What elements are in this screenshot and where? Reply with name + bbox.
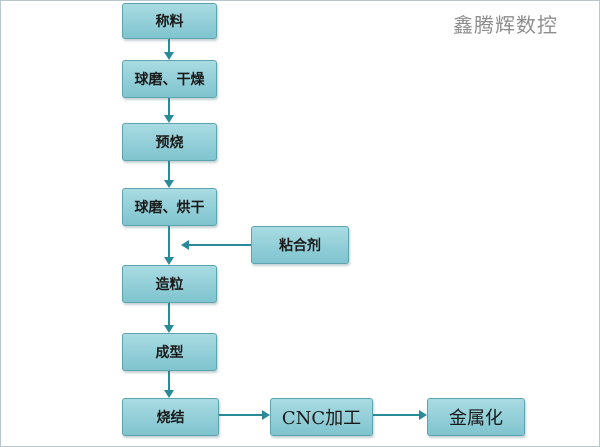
step-weighing: 称料: [122, 3, 217, 39]
step-metallization-label: 金属化: [449, 408, 503, 429]
input-binder: 粘合剂: [251, 226, 349, 264]
arrow-sintering-to-cnc: [219, 410, 270, 420]
arrow-forming-to-sintering: [164, 371, 174, 398]
step-forming: 成型: [122, 333, 217, 371]
step-cnc-machining-label: CNC加工: [281, 408, 362, 429]
step-metallization: 金属化: [427, 398, 525, 436]
step-milling-drying-label: 球磨、干燥: [134, 72, 205, 88]
watermark-text: 鑫腾辉数控: [453, 13, 558, 37]
step-weighing-label: 称料: [155, 14, 184, 30]
arrow-granulation-to-forming: [164, 303, 174, 333]
arrow-milling-baking-to-granulation: [164, 226, 174, 265]
step-presintering-label: 预烧: [155, 135, 184, 151]
arrow-presintering-to-milling-baking: [164, 161, 174, 188]
step-granulation: 造粒: [122, 265, 217, 303]
step-milling-baking: 球磨、烘干: [122, 188, 217, 226]
arrow-weighing-to-milling-drying: [164, 39, 174, 60]
step-sintering: 烧结: [122, 398, 219, 436]
input-binder-label: 粘合剂: [279, 238, 321, 254]
step-milling-baking-label: 球磨、烘干: [134, 200, 205, 216]
arrow-binder-to-flow: [181, 240, 251, 250]
step-forming-label: 成型: [155, 345, 184, 361]
step-milling-drying: 球磨、干燥: [122, 60, 217, 98]
step-granulation-label: 造粒: [155, 277, 184, 293]
step-presintering: 预烧: [122, 123, 217, 161]
arrow-milling-drying-to-presintering: [164, 98, 174, 123]
step-cnc-machining: CNC加工: [270, 398, 373, 436]
arrow-cnc-to-metallization: [373, 410, 427, 420]
step-sintering-label: 烧结: [156, 410, 185, 426]
